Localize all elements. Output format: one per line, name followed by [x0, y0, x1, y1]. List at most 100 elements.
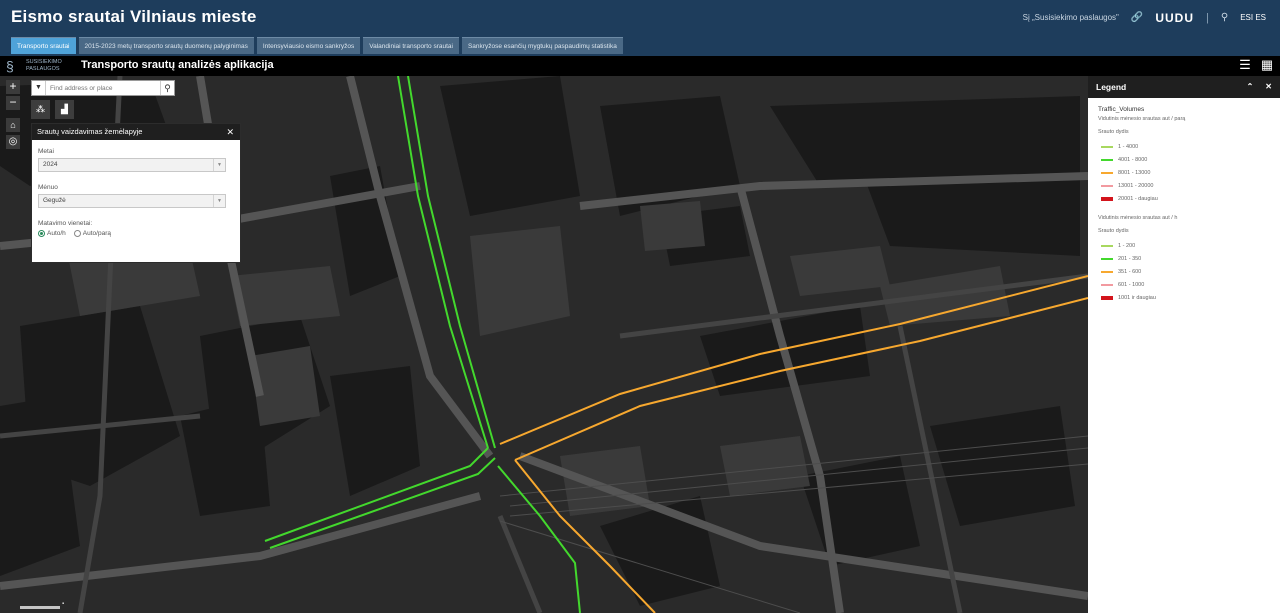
logo-text: SUSISIEKIMO PASLAUGOS	[26, 59, 62, 72]
logo-mark-icon: §	[6, 58, 14, 74]
legend-item: 13001 - 20000	[1098, 179, 1270, 192]
radio-indicator-off[interactable]	[73, 230, 81, 237]
search-source-dropdown[interactable]: ▼	[32, 81, 46, 95]
legend-item: 351 - 600	[1098, 265, 1270, 278]
panel-title: Srautų vaizdavimas žemėlapyje	[37, 127, 143, 136]
legend-swatch	[1101, 145, 1113, 148]
legend-item: 8001 - 13000	[1098, 166, 1270, 179]
network-tool-icon[interactable]: ⁂	[31, 100, 50, 119]
search-box: ▼ ⚲	[31, 80, 175, 96]
legend-label: 1 - 4000	[1118, 143, 1139, 150]
chevron-down-icon: ▼	[213, 195, 225, 207]
legend-label: 1001 ir daugiau	[1118, 294, 1156, 301]
link-icon[interactable]: 🔗	[1130, 12, 1144, 23]
month-select[interactable]: Gegužė ▼	[38, 194, 226, 208]
tab-comparison[interactable]: 2015-2023 metų transporto srautų duomenų…	[78, 37, 254, 54]
tab-transport-flows[interactable]: Transporto srautai	[11, 37, 76, 54]
legend-label: 201 - 350	[1118, 255, 1142, 262]
legend-item: 201 - 350	[1098, 252, 1270, 265]
partner-text: Sį „Susisiekimo paslaugos"	[1022, 13, 1119, 22]
flow-display-panel: Srautų vaizdavimas žemėlapyje ✕ Metai 20…	[31, 123, 241, 263]
legend-swatch	[1101, 184, 1113, 187]
unit-radio-group: Auto/h Auto/parą	[38, 230, 234, 237]
radio-indicator-on[interactable]	[38, 230, 45, 237]
org-logo[interactable]: ESI ES	[1240, 13, 1266, 22]
panel-header: Srautų vaizdavimas žemėlapyje ✕	[32, 124, 240, 140]
zoom-in-button[interactable]: +	[6, 80, 20, 94]
legend-item: 4001 - 8000	[1098, 153, 1270, 166]
legend-group-subtitle: Srauto dydis	[1098, 129, 1129, 135]
legend-swatch	[1101, 270, 1113, 273]
legend-swatch	[1101, 257, 1113, 260]
legend-item: 1 - 200	[1098, 239, 1270, 252]
top-header: Eismo srautai Vilniaus mieste Sį „Susisi…	[0, 0, 1280, 35]
legend-header: Legend ⌃ ✕	[1088, 76, 1280, 98]
subheader-title: Transporto srautų analizės aplikacija	[81, 59, 274, 71]
legend-group-subtitle: Srauto dydis	[1098, 228, 1129, 234]
tab-hourly[interactable]: Valandiniai transporto srautai	[363, 37, 459, 54]
tab-intersections[interactable]: Intensyviausio eismo sankryžos	[256, 37, 361, 54]
scale-bar	[20, 606, 60, 609]
legend-swatch	[1101, 171, 1113, 174]
year-value: 2024	[43, 161, 58, 168]
zoom-out-button[interactable]: −	[6, 96, 20, 110]
legend-swatch	[1101, 244, 1113, 247]
header-separator: |	[1206, 11, 1209, 24]
radio-label: Auto/parą	[82, 230, 111, 237]
map-tools: ⁂ ▟	[31, 100, 74, 119]
zoom-control: + −	[6, 80, 20, 110]
attribution-icon: ▪	[62, 601, 65, 607]
tab-bar: Transporto srautai 2015-2023 metų transp…	[0, 35, 1280, 56]
search-icon[interactable]: ⚲	[160, 81, 174, 95]
year-select[interactable]: 2024 ▼	[38, 158, 226, 172]
legend-group-title: Vidutinis mėnesio srautas aut / h	[1098, 215, 1178, 221]
search-input[interactable]	[46, 81, 160, 95]
panel-body: Metai 2024 ▼ Mėnuo Gegužė ▼ Matavimo vie…	[32, 140, 240, 243]
map-view[interactable]	[0, 76, 1088, 613]
legend-item: 1 - 4000	[1098, 140, 1270, 153]
locate-button[interactable]: ◎	[6, 135, 20, 149]
app-title: Eismo srautai Vilniaus mieste	[11, 7, 257, 26]
legend-swatch	[1101, 295, 1113, 300]
legend-item: 1001 ir daugiau	[1098, 291, 1270, 304]
legend-swatch	[1101, 283, 1113, 286]
user-icon[interactable]: ⚲	[1220, 12, 1229, 23]
legend-title: Legend	[1096, 82, 1127, 92]
collapse-icon[interactable]: ⌃	[1246, 82, 1254, 91]
radio-label: Auto/h	[47, 230, 66, 237]
home-button[interactable]: ⌂	[6, 118, 20, 132]
legend-group-title: Vidutinis mėnesio srautas aut / parą	[1098, 116, 1186, 122]
close-icon[interactable]: ✕	[226, 127, 234, 137]
legend-item: 20001 - daugiau	[1098, 192, 1270, 205]
legend-body: Traffic_Volumes Vidutinis mėnesio srauta…	[1088, 98, 1280, 312]
month-value: Gegužė	[43, 197, 66, 204]
legend-item: 601 - 1000	[1098, 278, 1270, 291]
legend-panel: Legend ⌃ ✕ Traffic_Volumes Vidutinis mėn…	[1088, 76, 1280, 613]
company-logo: § SUSISIEKIMO PASLAUGOS	[6, 58, 76, 74]
header-right: Sį „Susisiekimo paslaugos" 🔗 UUDU | ⚲ ES…	[1023, 0, 1266, 35]
uudu-logo[interactable]: UUDU	[1155, 10, 1195, 25]
legend-label: 8001 - 13000	[1118, 169, 1151, 176]
app-subheader: § SUSISIEKIMO PASLAUGOS Transporto sraut…	[0, 56, 1280, 76]
unit-label: Matavimo vienetai:	[38, 220, 93, 227]
close-icon[interactable]: ✕	[1265, 82, 1272, 91]
radio-auto-h[interactable]: Auto/h	[38, 230, 66, 237]
radio-auto-day[interactable]: Auto/parą	[73, 230, 111, 237]
legend-label: 13001 - 20000	[1118, 182, 1154, 189]
legend-label: 4001 - 8000	[1118, 156, 1148, 163]
grid-view-icon[interactable]: ▦	[1260, 57, 1274, 72]
legend-label: 351 - 600	[1118, 268, 1142, 275]
month-label: Mėnuo	[38, 184, 58, 191]
legend-swatch	[1101, 196, 1113, 201]
legend-label: 20001 - daugiau	[1118, 195, 1158, 202]
chevron-down-icon: ▼	[213, 159, 225, 171]
layer-name: Traffic_Volumes	[1098, 106, 1145, 113]
chart-tool-icon[interactable]: ▟	[55, 100, 74, 119]
list-view-icon[interactable]: ☰	[1239, 57, 1251, 72]
tab-button-stats[interactable]: Sankryžose esančių mygtukų paspaudimų st…	[461, 37, 623, 54]
legend-label: 1 - 200	[1118, 242, 1136, 249]
view-switcher: ☰ ▦	[1238, 58, 1274, 72]
legend-label: 601 - 1000	[1118, 281, 1145, 288]
legend-swatch	[1101, 158, 1113, 161]
